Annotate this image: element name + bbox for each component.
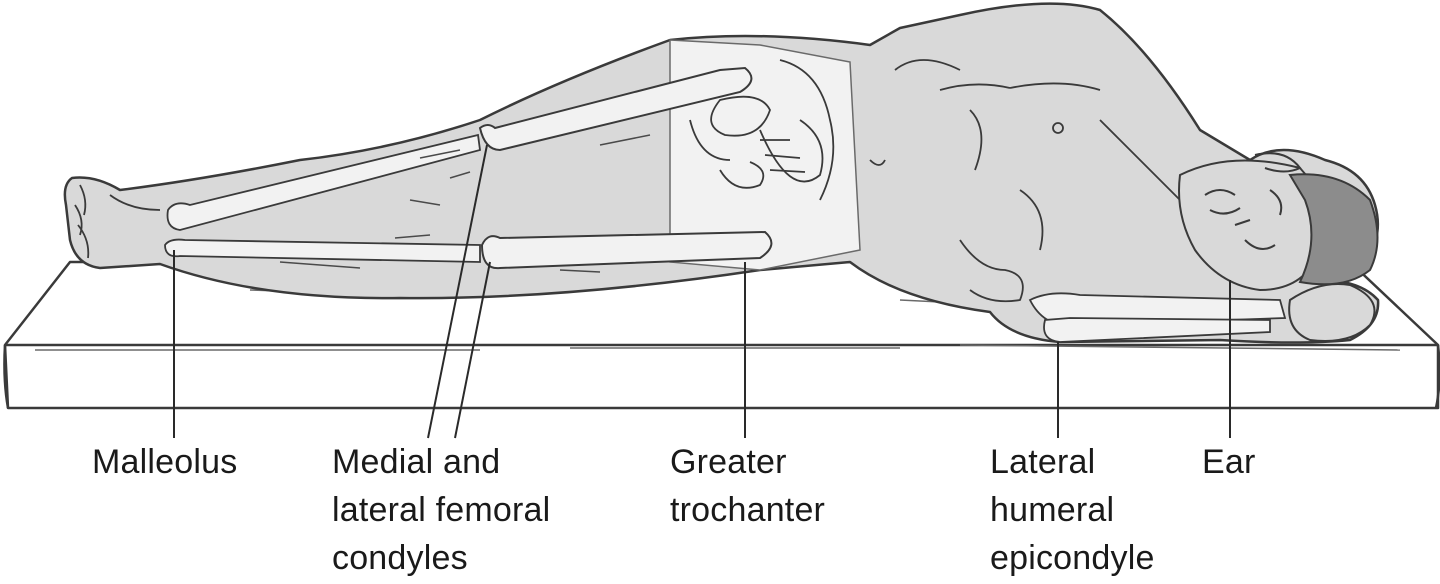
label-line: trochanter [670, 491, 826, 529]
label-line: Malleolus [92, 443, 238, 481]
label-line: Greater [670, 443, 787, 481]
pelvis-details [689, 59, 835, 201]
hand [1288, 283, 1376, 342]
femur-upper [478, 66, 753, 152]
label-line: humeral [990, 491, 1115, 529]
label-line: Medial and [332, 443, 501, 481]
label-femoral-condyles: Medial and lateral femoral condyles [332, 438, 550, 582]
label-line: epicondyle [990, 539, 1155, 577]
label-greater-trochanter: Greater trochanter [670, 438, 825, 534]
leader-lines [173, 144, 1231, 439]
face-features [1204, 189, 1283, 250]
leader-lateral-condyle [454, 261, 491, 439]
label-malleolus: Malleolus [92, 438, 237, 486]
label-line: Ear [1202, 443, 1256, 481]
hair [1288, 173, 1379, 286]
head [1178, 152, 1379, 292]
label-line: condyles [332, 539, 468, 577]
foot-details [74, 184, 161, 259]
ear-shape [1254, 152, 1302, 173]
femur-lower [480, 230, 773, 270]
lower-arm [1028, 292, 1287, 343]
lower-leg-bones [164, 133, 481, 263]
leader-medial-condyle [427, 144, 488, 439]
label-line: lateral femoral [332, 491, 551, 529]
label-lateral-humeral-epicondyle: Lateral humeral epicondyle [990, 438, 1155, 582]
torso-details [869, 59, 1181, 303]
label-line: Lateral [990, 443, 1096, 481]
label-ear: Ear [1202, 438, 1256, 486]
leg-contours [279, 134, 651, 273]
